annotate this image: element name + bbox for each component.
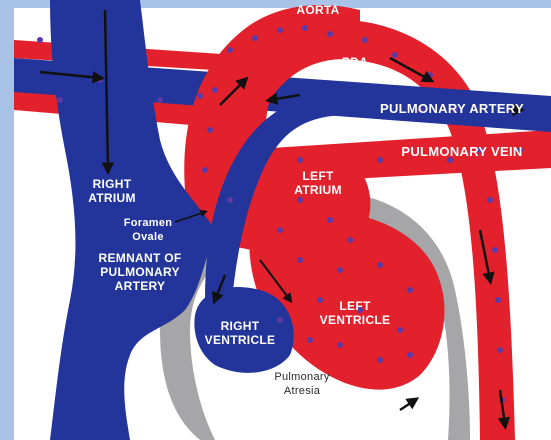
label-remnant-1: REMNANT OF bbox=[99, 251, 182, 265]
label-right-ventricle-1: RIGHT bbox=[221, 319, 260, 333]
label-left-atrium-1: LEFT bbox=[302, 169, 334, 183]
label-right-ventricle-2: VENTRICLE bbox=[205, 333, 276, 347]
label-pulmonary-artery: PULMONARY ARTERY bbox=[380, 101, 524, 116]
label-left-ventricle-2: VENTRICLE bbox=[320, 313, 391, 327]
label-pulmonary-vein: PULMONARY VEIN bbox=[401, 144, 522, 159]
label-pulmonary-atresia-1: Pulmonary bbox=[274, 371, 329, 383]
label-aorta: AORTA bbox=[296, 3, 339, 17]
label-left-atrium-2: ATRIUM bbox=[294, 183, 342, 197]
label-pda: PDA bbox=[342, 55, 368, 69]
label-pulmonary-atresia-2: Atresia bbox=[284, 385, 321, 397]
label-right-atrium-1: RIGHT bbox=[93, 177, 132, 191]
label-foramen-ovale-1: Foramen bbox=[124, 217, 173, 229]
label-remnant-2: PULMONARY bbox=[100, 265, 180, 279]
label-foramen-ovale-2: Ovale bbox=[132, 231, 163, 243]
label-remnant-3: ARTERY bbox=[115, 279, 166, 293]
label-left-ventricle-1: LEFT bbox=[339, 299, 371, 313]
label-right-atrium-2: ATRIUM bbox=[88, 191, 136, 205]
